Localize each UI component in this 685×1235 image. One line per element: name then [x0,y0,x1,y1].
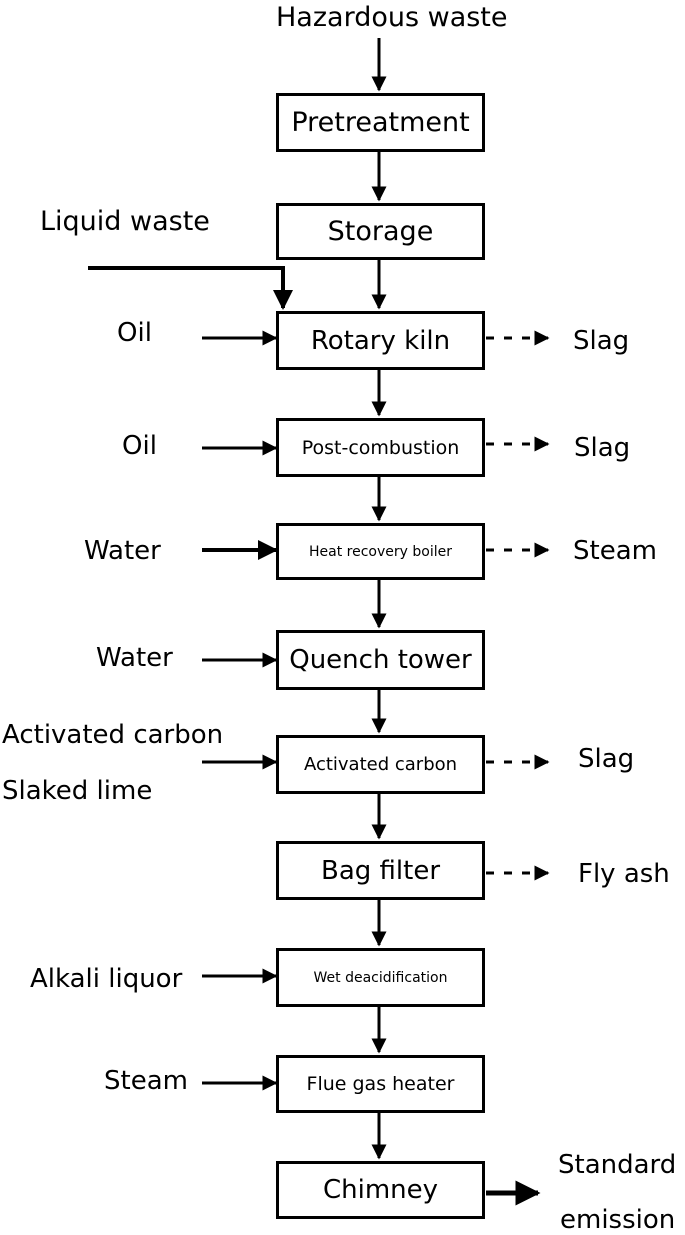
step-box-bag-filter: Bag filter [276,841,485,900]
step-box-heat-recovery-boiler: Heat recovery boiler [276,523,485,580]
step-box-post-combustion: Post-combustion [276,418,485,477]
step-box-wet-deacidification: Wet deacidification [276,948,485,1007]
source-label: Hazardous waste [276,2,508,33]
input-label-rotary-kiln: Oil [117,318,152,348]
input-label-flue-gas-heater: Steam [104,1066,188,1096]
step-box-storage: Storage [276,203,485,260]
input-label-post-combustion: Oil [122,431,157,461]
input-label-heat-recovery-boiler: Water [84,536,161,566]
output-label-activated-carbon: Slag [578,744,635,774]
step-box-flue-gas-heater: Flue gas heater [276,1055,485,1113]
input-label-slaked-lime: Slaked lime [2,776,153,806]
step-box-activated-carbon: Activated carbon [276,735,485,794]
output-label-chimney-line2: emission [560,1205,676,1235]
liquid-waste-line [88,266,293,310]
input-label-quench-tower: Water [96,643,173,673]
liquid-waste-label: Liquid waste [40,206,210,237]
output-label-chimney-line1: Standard [558,1150,677,1180]
output-label-heat-recovery-boiler: Steam [573,536,657,566]
step-box-chimney: Chimney [276,1161,485,1219]
step-box-rotary-kiln: Rotary kiln [276,311,485,370]
output-label-bag-filter: Fly ash [578,859,670,889]
output-label-post-combustion: Slag [574,433,631,463]
output-label-rotary-kiln: Slag [573,326,630,356]
step-box-quench-tower: Quench tower [276,630,485,690]
step-box-pretreatment: Pretreatment [276,93,485,152]
input-label-activated-carbon: Activated carbon [2,720,224,750]
input-label-wet-deacidification: Alkali liquor [30,964,183,994]
